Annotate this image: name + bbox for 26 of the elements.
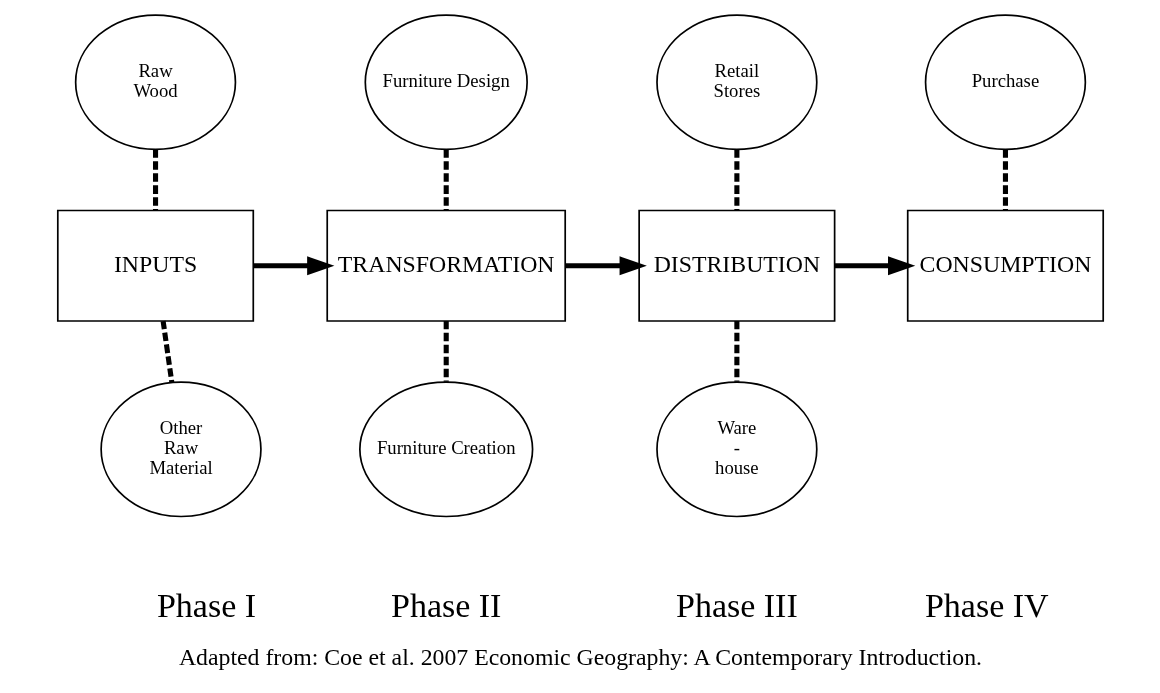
caption: Adapted from: Coe et al. 2007 Economic Geography: A Contemporary Introduction. — [178, 643, 982, 670]
node-ellipse: Furniture Creation — [358, 381, 533, 518]
node-box: TRANSFORMATION — [325, 209, 566, 322]
connector — [1002, 149, 1008, 211]
arrow — [564, 256, 647, 276]
connector — [160, 320, 174, 383]
label: Phase I — [156, 586, 256, 624]
node-box: INPUTS — [56, 209, 254, 322]
connector — [733, 149, 739, 211]
node-box: CONSUMPTION — [906, 209, 1104, 322]
node-ellipse: Retail Stores — [655, 14, 818, 151]
node-ellipse: Furniture Design — [363, 14, 528, 151]
connector — [733, 321, 739, 382]
arrow — [253, 256, 334, 276]
arrow — [834, 256, 915, 276]
label: Phase II — [390, 586, 501, 624]
node-box: DISTRIBUTION — [637, 209, 835, 322]
connector — [443, 321, 449, 382]
label: Phase III — [675, 586, 798, 624]
node-ellipse: Other Raw Material — [99, 381, 262, 518]
connector — [152, 149, 158, 211]
label: Phase IV — [924, 586, 1049, 624]
node-ellipse: Purchase — [924, 14, 1086, 151]
node-ellipse: Ware - house — [655, 381, 818, 518]
node-ellipse: Raw Wood — [74, 14, 236, 151]
connector — [443, 149, 449, 211]
